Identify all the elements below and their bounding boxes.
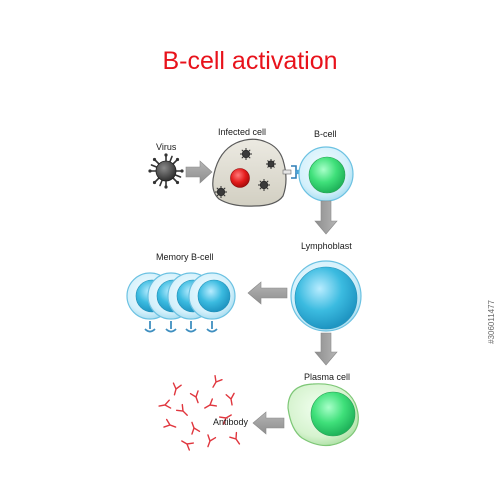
label-virus: Virus	[156, 142, 177, 152]
arrow-plasma-cell-to-antibody	[252, 411, 285, 435]
antibody-group	[158, 374, 241, 451]
antibody-icon	[212, 374, 223, 388]
label-lymphoblast: Lymphoblast	[301, 241, 352, 251]
memory-b-cell-group	[126, 272, 236, 333]
arrow-virus-to-infected-cell	[185, 160, 213, 184]
antibody-icon	[189, 390, 199, 404]
plasma-cell	[287, 383, 359, 447]
label-infected-cell: Infected cell	[218, 127, 267, 137]
antibody-icon	[225, 392, 235, 406]
memory-b-cell	[188, 272, 236, 333]
antibody-icon	[191, 421, 201, 435]
stock-image-id: #306011477	[487, 300, 496, 344]
antibody-icon	[172, 382, 182, 396]
antibody-icon	[163, 418, 177, 428]
label-b-cell: B-cell	[314, 129, 337, 139]
arrow-b-cell-to-lymphoblast	[314, 200, 338, 235]
antibody-icon	[207, 434, 217, 448]
lymphoblast-cell	[290, 260, 362, 332]
b-cell	[298, 146, 354, 202]
label-antibody: Antibody	[213, 417, 249, 427]
arrow-lymphoblast-to-plasma-cell	[314, 332, 338, 366]
infected-cell-nucleus	[230, 168, 250, 188]
arrow-lymphoblast-to-memory-b-cell	[247, 281, 288, 305]
antibody-icon	[175, 403, 188, 416]
antibody-icon	[158, 399, 172, 409]
diagram-title: B-cell activation	[162, 47, 338, 75]
antibody-icon	[204, 398, 218, 409]
label-memory-b-cell: Memory B-cell	[156, 252, 214, 262]
antibody-icon	[181, 440, 195, 451]
intracellular-virus-icon	[215, 148, 276, 198]
virus-particle	[148, 153, 184, 189]
antibody-icon	[218, 414, 232, 425]
infected-cell	[212, 138, 287, 207]
label-plasma-cell: Plasma cell	[304, 372, 351, 382]
antibody-icon	[229, 431, 241, 445]
